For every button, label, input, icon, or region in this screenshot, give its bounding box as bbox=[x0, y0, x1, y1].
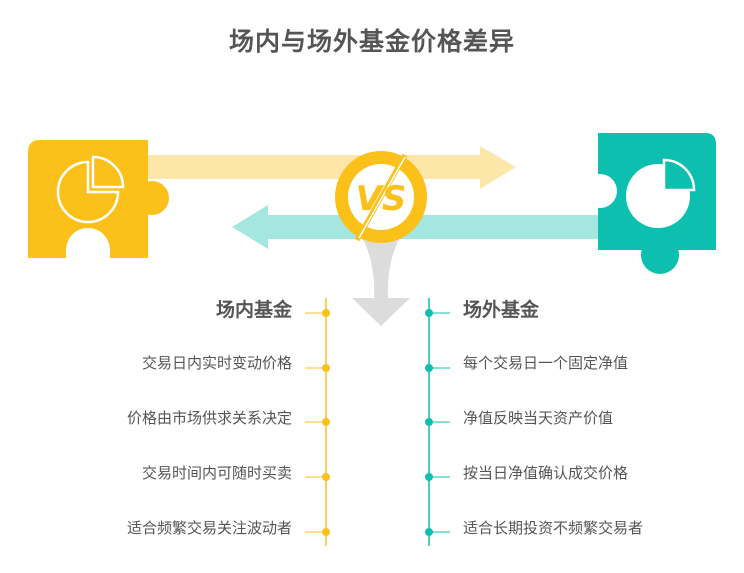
arrow-right-yellow bbox=[140, 146, 516, 189]
pie-chart-icon bbox=[626, 158, 696, 228]
arrow-down-gray bbox=[352, 228, 410, 326]
left-item: 适合频繁交易关注波动者 bbox=[126, 519, 292, 537]
svg-text:VS: VS bbox=[356, 179, 407, 219]
timeline-left bbox=[305, 298, 330, 546]
left-item: 价格由市场供求关系决定 bbox=[126, 409, 292, 427]
left-item: 交易日内实时变动价格 bbox=[141, 354, 292, 372]
left-item: 交易时间内可随时买卖 bbox=[141, 464, 292, 482]
right-item: 适合长期投资不频繁交易者 bbox=[463, 519, 644, 537]
arrow-left-teal bbox=[232, 205, 607, 249]
pie-chart-icon bbox=[56, 155, 125, 224]
right-item: 净值反映当天资产价值 bbox=[463, 409, 614, 427]
puzzle-yellow bbox=[28, 140, 169, 272]
right-item: 按当日净值确认成交价格 bbox=[463, 464, 629, 482]
right-item: 每个交易日一个固定净值 bbox=[463, 354, 629, 372]
page-title: 场内与场外基金价格差异 bbox=[228, 27, 515, 56]
left-heading: 场内基金 bbox=[215, 299, 292, 321]
timeline-right bbox=[425, 298, 450, 546]
vs-badge: VS bbox=[335, 151, 427, 243]
right-heading: 场外基金 bbox=[463, 299, 540, 321]
